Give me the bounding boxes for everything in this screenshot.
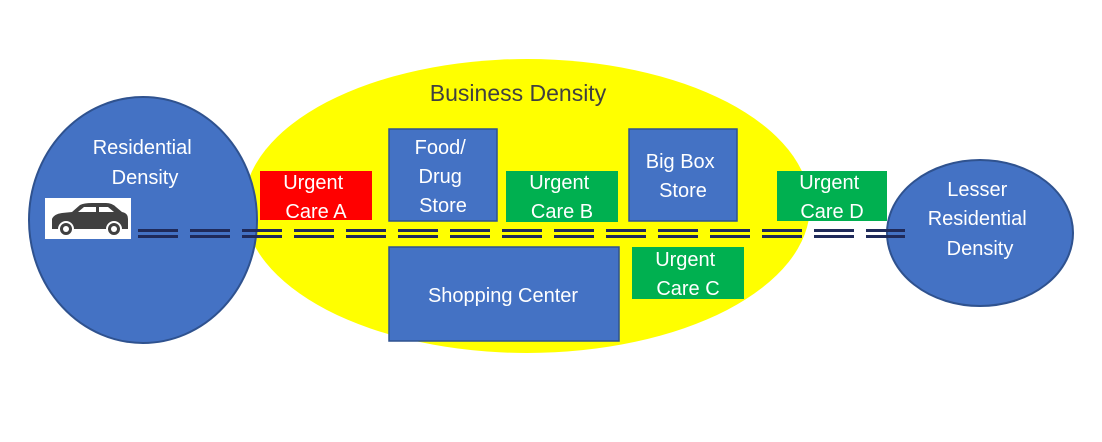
road-dash: [346, 229, 386, 232]
road-dash: [138, 229, 178, 232]
food-line-1: Food/: [415, 137, 467, 159]
road-dash: [866, 235, 905, 238]
urgent-care-d-box: [777, 171, 887, 221]
road-dash: [294, 229, 334, 232]
road-dash: [190, 235, 230, 238]
lesser-line-2: Residential: [928, 208, 1027, 230]
urgent-care-a-box: [260, 171, 372, 220]
road-dash: [554, 235, 594, 238]
bigbox-line-1: Big Box: [646, 151, 715, 173]
road-dash: [294, 235, 334, 238]
road-dash: [554, 229, 594, 232]
road-dash: [138, 235, 178, 238]
road-dash: [814, 235, 854, 238]
road-dash: [398, 229, 438, 232]
urgent-care-b-label: Urgent Care B: [529, 172, 595, 223]
road-dash: [814, 229, 854, 232]
road-dash: [658, 229, 698, 232]
road-dash: [242, 229, 282, 232]
bigbox-line-2: Store: [659, 180, 707, 202]
lesser-residential-density-area: [886, 159, 1074, 307]
food-drug-store-label: Food/ Drug Store: [415, 137, 472, 217]
urgent-care-c-label: Urgent Care C: [655, 249, 721, 300]
ucd-line-1: Urgent: [799, 172, 859, 194]
big-box-store-box: [628, 128, 738, 222]
food-drug-store-box: [388, 128, 498, 222]
lesser-residential-label: Lesser Residential Density: [928, 179, 1033, 260]
ucb-line-2: Care B: [531, 201, 593, 223]
ucd-line-2: Care D: [800, 201, 863, 223]
urgent-care-b-box: [506, 171, 618, 222]
business-density-label: Business Density: [430, 80, 607, 106]
road-dash: [190, 229, 230, 232]
road-dash: [606, 235, 646, 238]
road-dash: [762, 235, 802, 238]
residential-line-2: Density: [112, 167, 179, 189]
residential-density-area: [28, 96, 258, 344]
road-dash: [606, 229, 646, 232]
urgent-care-c-box: [632, 247, 744, 299]
residential-line-1: Residential: [93, 137, 192, 159]
urgent-care-d-label: Urgent Care D: [799, 172, 865, 223]
road-dash: [450, 235, 490, 238]
ucc-line-1: Urgent: [655, 249, 715, 271]
road-dash: [710, 235, 750, 238]
urgent-care-a-label: Urgent Care A: [283, 172, 349, 223]
road-dash: [710, 229, 750, 232]
uca-line-2: Care A: [285, 201, 347, 223]
lesser-line-3: Density: [947, 238, 1014, 260]
food-line-2: Drug: [419, 166, 462, 188]
road-dash: [866, 229, 905, 232]
lesser-line-1: Lesser: [947, 179, 1007, 201]
shopping-center-box: [388, 246, 620, 342]
residential-density-label: Residential Density: [93, 137, 198, 189]
road-dash: [450, 229, 490, 232]
road-dash: [398, 235, 438, 238]
car-icon: [45, 198, 131, 239]
shopping-center-label: Shopping Center: [428, 285, 578, 307]
ucb-line-1: Urgent: [529, 172, 589, 194]
road-dash: [658, 235, 698, 238]
road-dash: [762, 229, 802, 232]
road-dash: [242, 235, 282, 238]
big-box-store-label: Big Box Store: [646, 151, 721, 202]
road-dash: [346, 235, 386, 238]
ucc-line-2: Care C: [656, 278, 719, 300]
road-dash: [502, 229, 542, 232]
road: [138, 229, 905, 238]
uca-line-1: Urgent: [283, 172, 343, 194]
food-line-3: Store: [419, 195, 467, 217]
road-dash: [502, 235, 542, 238]
